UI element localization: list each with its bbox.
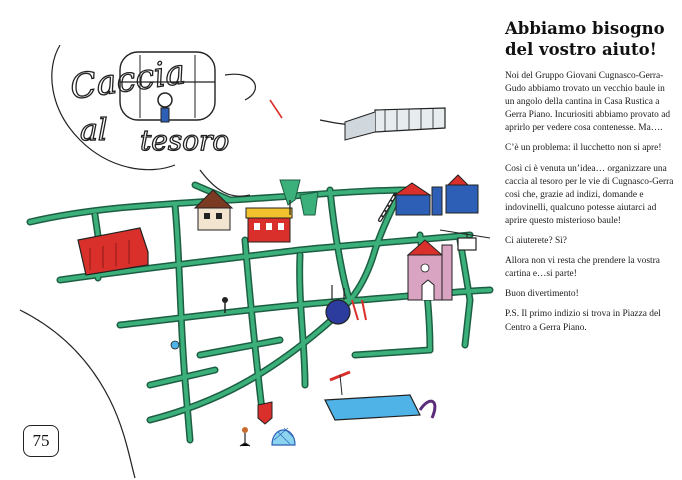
map-title-line-2: al: [80, 113, 107, 148]
red-building-icon: [77, 227, 149, 276]
article-paragraph-6: Buon divertimento!: [505, 289, 579, 300]
article-heading: Abbiamo bisogno del vostro aiuto!: [505, 19, 665, 59]
key-icon: [157, 92, 173, 123]
article-paragraph-7: P.S. Il primo indizio si trova in Piazza…: [505, 309, 661, 333]
map-title-art: Caccia al tesoro: [67, 51, 283, 158]
treasure-map: Caccia al tesoro: [19, 44, 494, 479]
article-paragraph-2: C’è un problema: il lucchetto non si apr…: [505, 143, 662, 154]
yellow-house-icon: [245, 207, 293, 243]
article-panel: Abbiamo bisogno del vostro aiuto! Noi de…: [505, 18, 675, 342]
article-paragraph-4: Ci aiuterete? Sì?: [505, 236, 567, 247]
article-paragraph-3: Così ci è venuta un’idea… organizzare un…: [505, 163, 674, 226]
article-paragraph-5: Allora non vi resta che prendere la vost…: [505, 256, 660, 280]
page-number-box: 75: [23, 425, 59, 457]
blue-building-icon: [393, 174, 479, 216]
cable-car-icon: [439, 229, 491, 251]
goal-icon: [271, 427, 296, 446]
pool-icon: [324, 370, 437, 421]
church-icon: [406, 239, 453, 301]
fountain-icon: [325, 285, 367, 325]
tree-icon: [279, 179, 319, 216]
glass-building-icon: [344, 107, 446, 141]
house-icon: [193, 189, 234, 231]
page-number: 75: [32, 431, 50, 450]
article-paragraph-1: Noi del Gruppo Giovani Cugnasco-Gerra-Gu…: [505, 71, 671, 134]
map-title-line-3: tesoro: [140, 124, 229, 157]
person-icon: [170, 297, 251, 447]
road-network: [26, 181, 494, 444]
shield-icon: [257, 401, 273, 425]
map-drawing: Caccia al tesoro: [19, 44, 494, 479]
